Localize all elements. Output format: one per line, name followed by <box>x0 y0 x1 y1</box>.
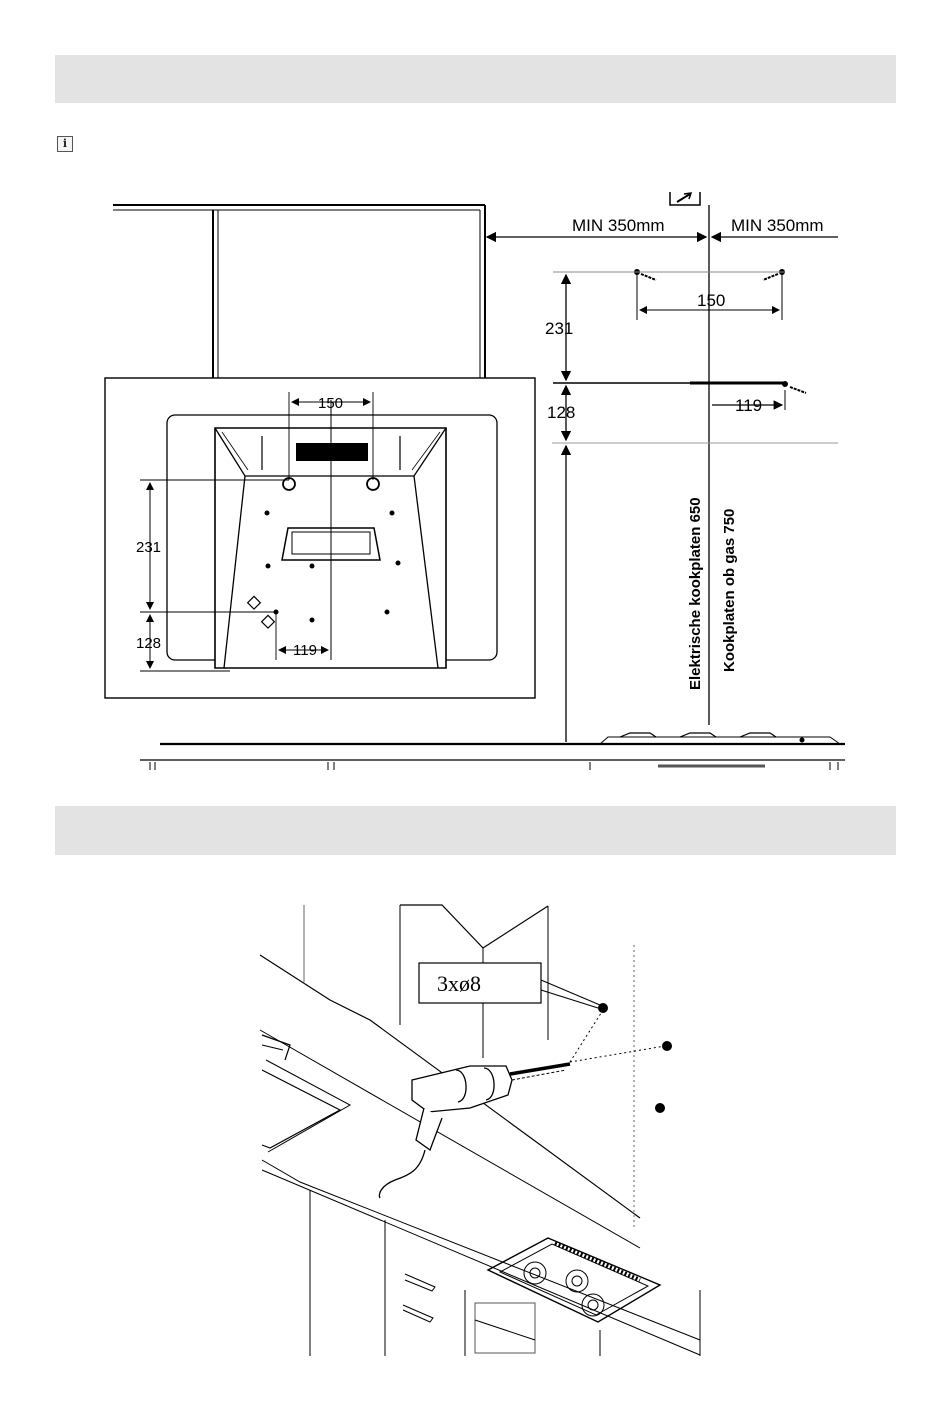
mounting-dimension-diagram <box>105 192 845 770</box>
inset-dim-128-label: 128 <box>136 635 161 652</box>
min-distance-right-label: MIN 350mm <box>731 216 824 235</box>
inset-dim-231-label: 231 <box>136 539 161 556</box>
hood-symbol-icon <box>670 192 700 205</box>
dim-150-label: 150 <box>697 291 725 310</box>
dim-231-label: 231 <box>545 319 573 338</box>
drill-icon <box>379 1064 570 1198</box>
countertop-hob <box>140 733 845 770</box>
inset-dim-150-label: 150 <box>318 395 343 412</box>
wall-cabinets <box>113 205 485 378</box>
gas-hob-distance-label: Kookplaten ob gas 750 <box>721 509 738 672</box>
drill-size-callout-label: 3xø8 <box>437 971 481 996</box>
electric-hob-distance-label: Elektrische kookplaten 650 <box>687 497 704 690</box>
inset-dim-119-label: 119 <box>293 642 317 659</box>
hood-back-panel-inset <box>105 378 535 698</box>
dim-128-label: 128 <box>547 403 575 422</box>
dim-119-label: 119 <box>735 396 762 415</box>
min-distance-left-label: MIN 350mm <box>572 216 665 235</box>
